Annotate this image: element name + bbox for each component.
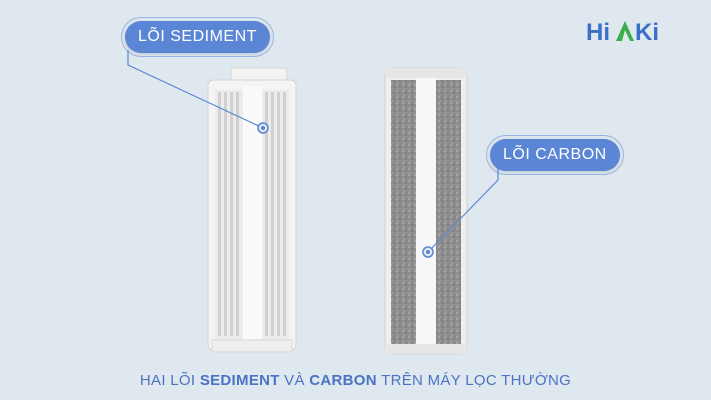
hiaki-logo: Hi Ki xyxy=(586,18,681,44)
caption-carbon: CARBON xyxy=(309,372,377,389)
caption-sediment: SEDIMENT xyxy=(199,372,280,389)
svg-text:Hi: Hi xyxy=(586,19,610,44)
caption-part5: TRÊN MÁY LỌC THƯỜNG xyxy=(376,372,572,389)
carbon-callout-line xyxy=(422,168,499,258)
caption-part1: HAI LÕI xyxy=(139,372,200,389)
hiaki-logo-mark: Hi Ki xyxy=(586,19,659,44)
carbon-filter xyxy=(384,67,468,355)
sediment-callout-line xyxy=(127,50,269,134)
carbon-label: LÕI CARBON xyxy=(486,135,624,175)
sediment-filter xyxy=(207,67,297,353)
sediment-label: LÕI SEDIMENT xyxy=(121,17,274,57)
svg-text:Ki: Ki xyxy=(635,19,659,44)
caption: HAI LÕI SEDIMENT VÀ CARBON TRÊN MÁY LỌC … xyxy=(0,372,711,389)
caption-part3: VÀ xyxy=(279,372,310,389)
